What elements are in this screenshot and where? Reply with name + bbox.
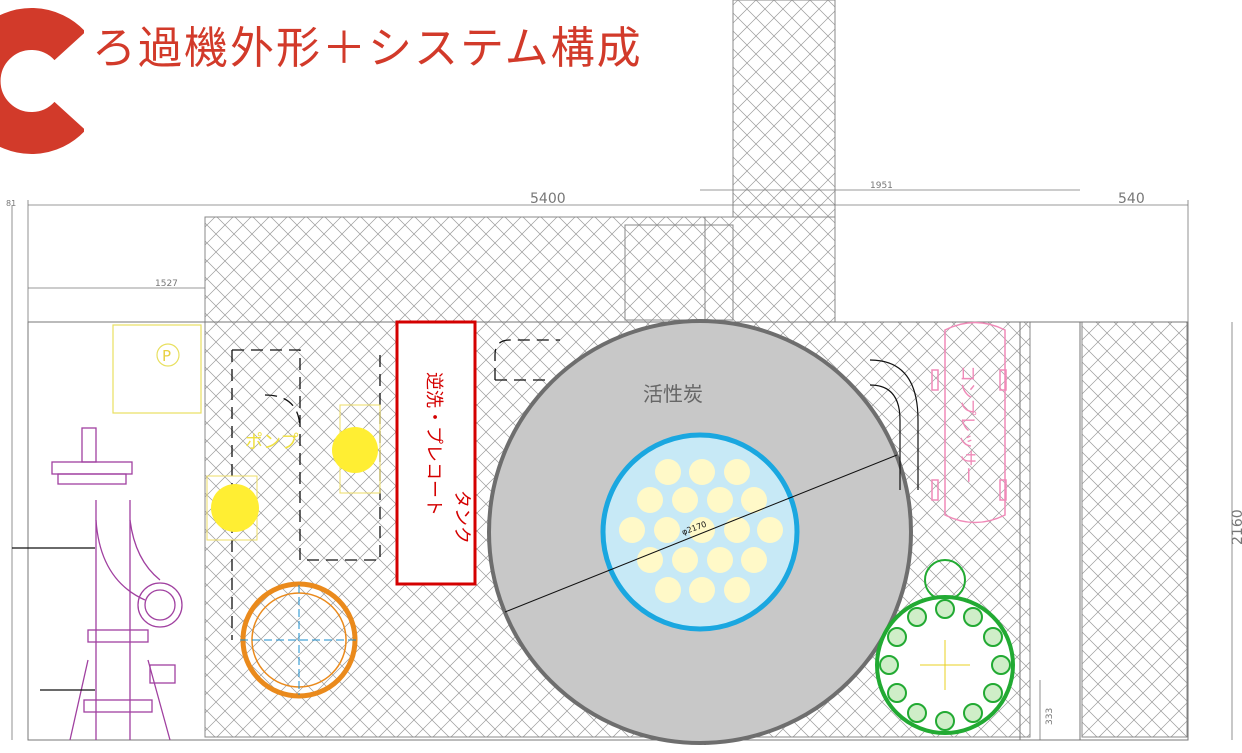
- orange-ring: [240, 581, 358, 699]
- dim-top-small: 81: [6, 199, 16, 208]
- dim-bottom-height: 333: [1045, 708, 1055, 725]
- green-rotary-valve: [875, 559, 1015, 735]
- black-pipes-left: [12, 547, 95, 691]
- dim-overall-width: 5400: [530, 191, 566, 207]
- black-pipes-right: [869, 359, 919, 490]
- tank-label-line1: 逆洗・プレコート: [423, 372, 444, 516]
- dim-height: 2160: [1230, 509, 1242, 545]
- section-letter-c: [0, 6, 86, 156]
- pump-symbol-label: P: [162, 347, 171, 365]
- compressor-label: コンプレッサー: [957, 365, 977, 484]
- activated-carbon-filter: [487, 319, 913, 745]
- pump-symbol-box: [112, 324, 202, 414]
- pump-left: [206, 475, 259, 541]
- activated-carbon-label: 活性炭: [643, 382, 703, 406]
- tank-label-line2: タンク: [451, 490, 472, 544]
- pump-right: [332, 404, 381, 494]
- compressor: [931, 321, 1007, 524]
- magenta-piping: [51, 427, 183, 741]
- dim-left-offset: 1527: [155, 279, 178, 289]
- dim-right-width: 540: [1118, 191, 1145, 207]
- dimension-lines: [11, 189, 1233, 740]
- page-title: ろ過機外形＋システム構成: [92, 23, 643, 74]
- outline-frame: [27, 321, 1189, 741]
- dim-side-width: 1951: [870, 181, 893, 191]
- filter-elements: [619, 459, 783, 603]
- pump-label: ポンプ: [245, 432, 298, 453]
- backwash-precoat-tank: [395, 320, 477, 586]
